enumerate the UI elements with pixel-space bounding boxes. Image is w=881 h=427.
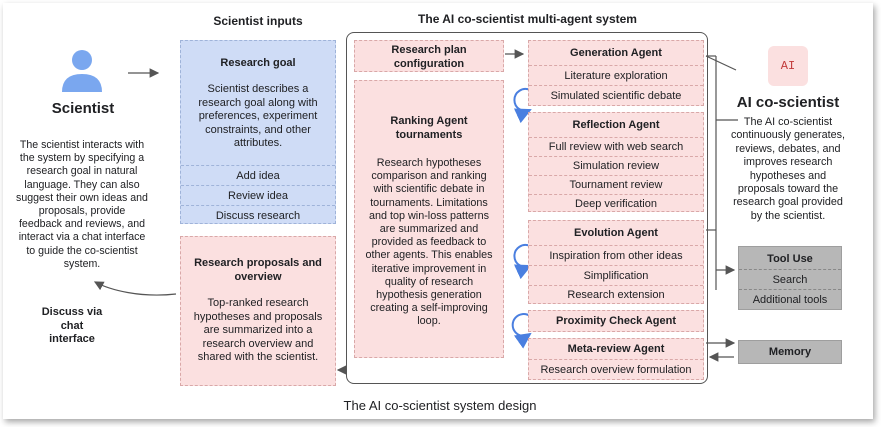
deep-verification-item: Deep verification bbox=[529, 194, 703, 213]
review-idea-item[interactable]: Review idea bbox=[181, 185, 335, 206]
simulated-debate-item: Simulated scientific debate bbox=[529, 85, 703, 107]
search-tool-item: Search bbox=[739, 269, 841, 290]
ai-title: AI co-scientist bbox=[736, 94, 840, 111]
inspiration-item: Inspiration from other ideas bbox=[529, 245, 703, 266]
generation-agent-title: Generation Agent bbox=[570, 47, 662, 59]
tool-use-box: Tool Use Search Additional tools bbox=[738, 246, 842, 310]
ranking-agent-title: Ranking Agent tournaments bbox=[390, 115, 468, 141]
diagram-caption: The AI co-scientist system design bbox=[343, 398, 537, 413]
plan-config-box: Research plan configuration bbox=[354, 40, 504, 72]
scientist-description: The scientist interacts with the system … bbox=[16, 139, 148, 270]
scientist-avatar-icon bbox=[58, 46, 106, 94]
scientist-title: Scientist bbox=[51, 100, 115, 117]
proximity-agent-box: Proximity Check Agent bbox=[528, 310, 704, 332]
simplification-item: Simplification bbox=[529, 265, 703, 286]
research-goal-title: Research goal bbox=[220, 57, 296, 69]
full-review-item: Full review with web search bbox=[529, 137, 703, 157]
generation-agent-box: Generation Agent Literature exploration … bbox=[528, 40, 704, 106]
overview-formulation-item: Research overview formulation bbox=[529, 359, 703, 381]
research-proposals-title: Research proposals and overview bbox=[194, 257, 322, 283]
research-proposals-text: Top-ranked research hypotheses and propo… bbox=[193, 297, 323, 364]
memory-box: Memory bbox=[738, 340, 842, 364]
cycle-icon-proximity bbox=[511, 313, 532, 349]
discuss-research-item[interactable]: Discuss research bbox=[181, 205, 335, 226]
research-goal-box: Research goal Scientist describes a rese… bbox=[180, 40, 336, 224]
ai-description: The AI co-scientist continuously generat… bbox=[730, 116, 846, 222]
ai-logo-icon: AI bbox=[768, 46, 808, 86]
add-idea-item[interactable]: Add idea bbox=[181, 165, 335, 186]
reflection-agent-title: Reflection Agent bbox=[572, 119, 660, 131]
system-header: The AI co-scientist multi-agent system bbox=[418, 12, 637, 26]
additional-tools-item: Additional tools bbox=[739, 289, 841, 310]
ranking-agent-text: Research hypotheses comparison and ranki… bbox=[365, 157, 493, 328]
discuss-chat-label: Discuss via chat interface bbox=[41, 306, 103, 346]
meta-review-agent-title: Meta-review Agent bbox=[567, 343, 665, 355]
research-extension-item: Research extension bbox=[529, 285, 703, 305]
cycle-icon-evolution bbox=[513, 244, 532, 280]
research-proposals-box: Research proposals and overview Top-rank… bbox=[180, 236, 336, 386]
evolution-agent-box: Evolution Agent Inspiration from other i… bbox=[528, 220, 704, 304]
tournament-review-item: Tournament review bbox=[529, 175, 703, 195]
inputs-header: Scientist inputs bbox=[213, 14, 303, 28]
cycle-icon-generation bbox=[513, 88, 532, 124]
reflection-agent-box: Reflection Agent Full review with web se… bbox=[528, 112, 704, 212]
literature-exploration-item: Literature exploration bbox=[529, 65, 703, 86]
ranking-agent-box: Ranking Agent tournaments Research hypot… bbox=[354, 80, 504, 358]
research-goal-text: Scientist describes a research goal alon… bbox=[198, 83, 318, 150]
evolution-agent-title: Evolution Agent bbox=[574, 227, 658, 239]
simulation-review-item: Simulation review bbox=[529, 156, 703, 176]
meta-review-agent-box: Meta-review Agent Research overview form… bbox=[528, 338, 704, 380]
tool-use-title: Tool Use bbox=[767, 253, 813, 265]
system-container bbox=[346, 32, 708, 384]
